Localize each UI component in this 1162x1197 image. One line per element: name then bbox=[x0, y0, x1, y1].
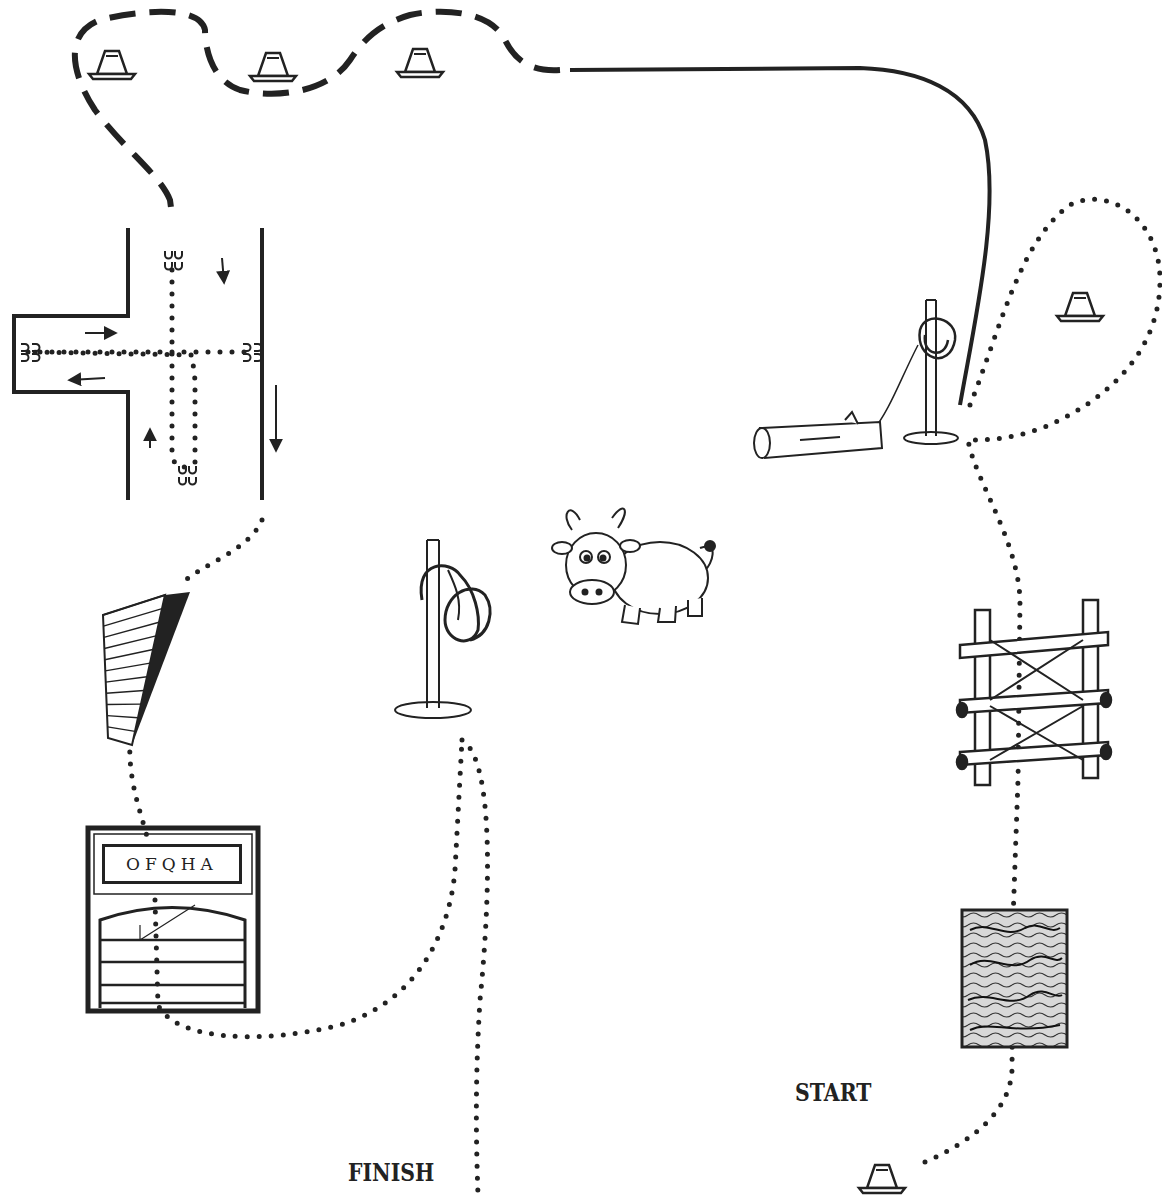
board-line bbox=[103, 595, 165, 615]
log bbox=[754, 412, 882, 458]
rope-pole bbox=[395, 540, 490, 718]
hoof-prints bbox=[243, 344, 262, 361]
board-line bbox=[107, 716, 138, 718]
board-line bbox=[106, 690, 144, 693]
direction-arrows bbox=[70, 258, 276, 450]
cone bbox=[250, 53, 296, 81]
start-label: START bbox=[795, 1078, 871, 1107]
gate bbox=[88, 828, 258, 1011]
cone bbox=[89, 51, 135, 79]
raised-board bbox=[103, 592, 190, 745]
board-line bbox=[107, 703, 141, 705]
bull bbox=[552, 509, 715, 624]
board-line bbox=[104, 622, 159, 637]
board-line bbox=[106, 677, 147, 682]
back-through-t bbox=[14, 228, 262, 500]
board-line bbox=[105, 663, 150, 671]
lope-line bbox=[570, 68, 990, 405]
finish-label: FINISH bbox=[348, 1158, 434, 1187]
dotted-route bbox=[28, 199, 1160, 1195]
gate-sign: OFQHA bbox=[102, 844, 242, 884]
board-line bbox=[105, 650, 153, 660]
sign-text: OFQHA bbox=[126, 854, 218, 874]
hoof-prints bbox=[165, 251, 182, 270]
trot-line bbox=[75, 12, 560, 215]
cone bbox=[1057, 293, 1103, 321]
board-line bbox=[108, 727, 135, 732]
cone bbox=[397, 49, 443, 77]
board-line bbox=[104, 636, 156, 649]
water-box bbox=[962, 910, 1067, 1047]
hoof-prints bbox=[179, 466, 196, 485]
rope-pole bbox=[872, 300, 958, 444]
bridge bbox=[957, 600, 1111, 785]
cone bbox=[859, 1165, 905, 1193]
hoof-prints bbox=[21, 344, 40, 361]
